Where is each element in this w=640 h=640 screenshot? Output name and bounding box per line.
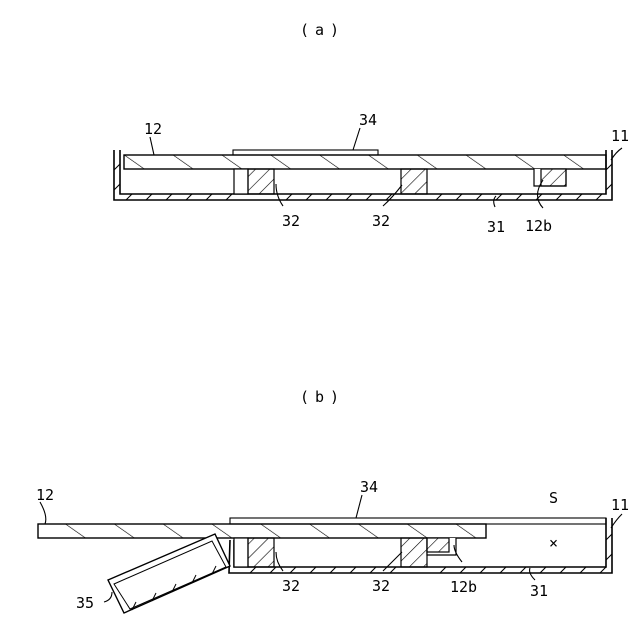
stopper-12b-b [427, 538, 456, 555]
label-35-b: 35 [76, 594, 94, 612]
label-32-left-a: 32 [282, 212, 300, 230]
rib-32-right-a [401, 169, 427, 194]
label-34-a: 34 [359, 111, 377, 129]
label-31-a: 31 [487, 218, 505, 236]
top-plate-34-b [230, 518, 606, 524]
figure-b-caption: (b) [300, 388, 345, 406]
label-32-right-a: 32 [372, 212, 390, 230]
label-11-b: 11 [611, 496, 629, 514]
label-s-b: S [549, 489, 558, 507]
label-11-a: 11 [611, 127, 629, 145]
cover-12-b [38, 524, 486, 538]
label-12-a: 12 [144, 120, 162, 138]
rib-32-left-a [234, 169, 274, 194]
figure-a-caption: (a) [300, 21, 345, 39]
figure-a: (a) [114, 21, 629, 236]
stopper-12b-a [534, 169, 566, 186]
label-12-b: 12 [36, 486, 54, 504]
rib-32-left-b [234, 538, 274, 567]
label-12b-a: 12b [525, 217, 552, 235]
figure-b: (b) [36, 388, 629, 613]
label-34-b: 34 [360, 478, 378, 496]
label-12b-b: 12b [450, 578, 477, 596]
label-32-left-b: 32 [282, 577, 300, 595]
hinged-part-35 [108, 534, 230, 613]
top-plate-34-a [233, 150, 378, 155]
label-32-right-b: 32 [372, 577, 390, 595]
label-31-b: 31 [530, 582, 548, 600]
cover-12-a [124, 155, 606, 169]
space-mark-b: × [549, 534, 558, 552]
rib-32-right-b [401, 538, 427, 567]
